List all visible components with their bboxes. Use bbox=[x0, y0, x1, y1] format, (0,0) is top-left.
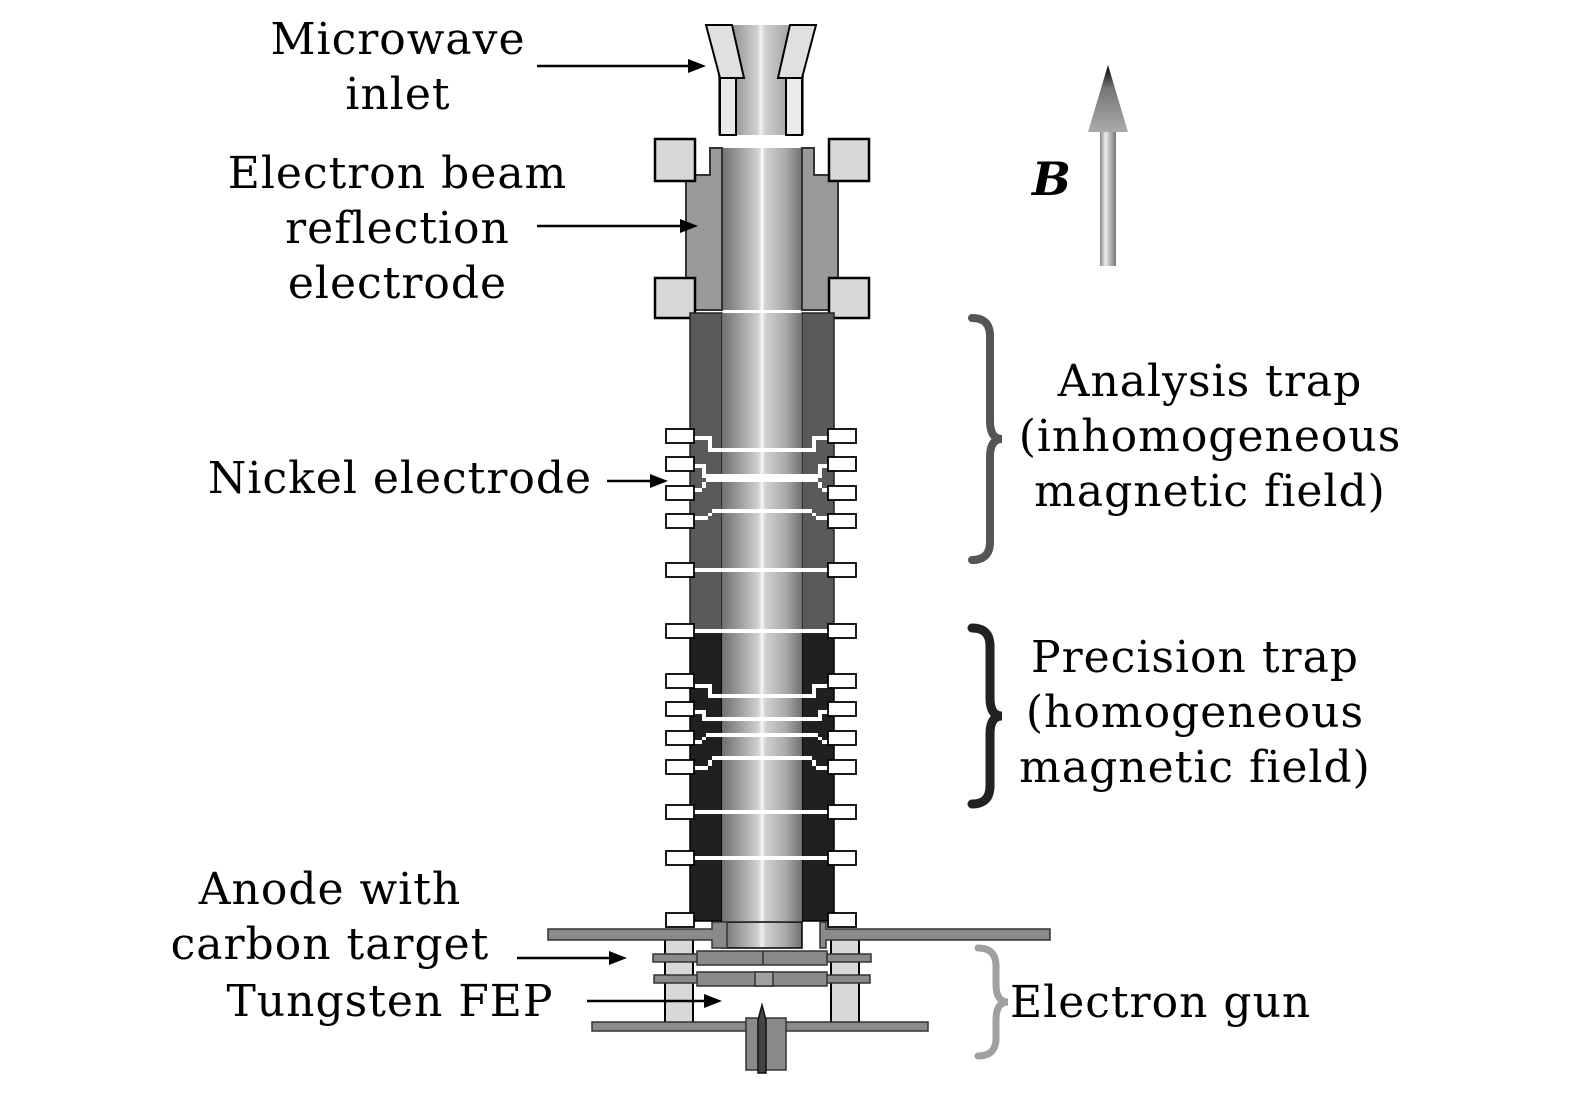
label-reflection-electrode: Electron beam reflection electrode bbox=[215, 146, 580, 311]
arrow-nickel-electrode-head bbox=[650, 474, 668, 488]
label-field-b: B bbox=[1032, 152, 1071, 206]
label-line: Electron beam bbox=[227, 148, 568, 199]
label-line: Microwave bbox=[270, 14, 526, 65]
stepped-gap bbox=[712, 436, 834, 452]
arrow-microwave-inlet-head bbox=[688, 59, 706, 73]
insulator-tab bbox=[665, 562, 695, 578]
label-anode: Anode with carbon target bbox=[160, 862, 500, 972]
label-line: Anode with bbox=[198, 864, 462, 915]
reflection-electrode bbox=[653, 137, 871, 320]
label-electron-gun: Electron gun bbox=[1010, 975, 1330, 1030]
arrow-anode-head bbox=[609, 951, 627, 965]
label-line: inlet bbox=[345, 69, 451, 120]
electrode-gaps bbox=[690, 436, 834, 860]
stepped-gap bbox=[712, 710, 834, 721]
microwave-inlet bbox=[704, 24, 818, 136]
label-line: electrode bbox=[287, 258, 508, 309]
label-nickel-electrode: Nickel electrode bbox=[205, 451, 595, 506]
stepped-gap bbox=[712, 478, 834, 492]
electron-gun-assembly bbox=[547, 921, 1051, 1074]
analysis-trap-brace bbox=[968, 314, 1003, 564]
tungsten-tip bbox=[757, 1002, 767, 1074]
stepped-gap bbox=[712, 464, 834, 478]
label-line: Electron gun bbox=[1010, 977, 1312, 1028]
insulator-tab bbox=[827, 912, 857, 928]
insulator-tab bbox=[827, 456, 857, 472]
label-tungsten-fep: Tungsten FEP bbox=[210, 974, 570, 1029]
insulator-tab bbox=[665, 673, 695, 689]
braces bbox=[967, 314, 1009, 1060]
insulator-tab bbox=[665, 428, 695, 444]
electrode-gap bbox=[690, 568, 834, 572]
insulator-tab bbox=[827, 513, 857, 529]
insulator-tab bbox=[665, 701, 695, 717]
insulator-tab bbox=[665, 456, 695, 472]
insulator-tab bbox=[827, 562, 857, 578]
stepped-gap bbox=[712, 509, 834, 520]
label-analysis-trap: Analysis trap (inhomogeneous magnetic fi… bbox=[1010, 354, 1410, 519]
precision-trap-brace bbox=[967, 623, 1003, 809]
arrow-tungsten-fep-head bbox=[704, 994, 722, 1008]
label-line: Precision trap bbox=[1031, 632, 1359, 683]
label-line: Analysis trap bbox=[1057, 356, 1363, 407]
label-line: reflection bbox=[285, 203, 510, 254]
electrode-gap bbox=[690, 856, 834, 860]
label-microwave-inlet: Microwave inlet bbox=[268, 12, 528, 122]
insulator-tab bbox=[665, 912, 695, 928]
stepped-gap bbox=[712, 684, 834, 698]
label-line: magnetic field) bbox=[1034, 466, 1386, 517]
stepped-gap bbox=[712, 756, 834, 770]
insulator-tab bbox=[827, 485, 857, 501]
electrode-gap bbox=[690, 810, 834, 814]
insulator-tab bbox=[827, 759, 857, 775]
insulator-tab bbox=[827, 623, 857, 639]
insulator-tab bbox=[827, 428, 857, 444]
insulator-tab bbox=[827, 673, 857, 689]
label-line: Tungsten FEP bbox=[226, 976, 554, 1027]
insulator-tab bbox=[665, 730, 695, 746]
pointer-arrows bbox=[517, 59, 722, 1008]
anode-plate bbox=[547, 921, 728, 949]
insulator-tab bbox=[665, 804, 695, 820]
magnetic-field-arrow bbox=[1088, 65, 1128, 266]
insulator-tab bbox=[665, 850, 695, 866]
insulator-tab bbox=[827, 804, 857, 820]
label-line: (homogeneous bbox=[1025, 687, 1365, 738]
label-line: magnetic field) bbox=[1019, 742, 1371, 793]
stepped-gap bbox=[712, 733, 834, 744]
label-line: Nickel electrode bbox=[207, 453, 593, 504]
precision-trap-stack bbox=[689, 630, 835, 922]
electron-gun-brace bbox=[974, 944, 1009, 1060]
arrow-reflection-electrode-head bbox=[680, 219, 698, 233]
insulator-tab bbox=[665, 623, 695, 639]
insulator-tab bbox=[665, 485, 695, 501]
electrode-gap bbox=[690, 629, 834, 633]
label-line: (inhomogeneous bbox=[1018, 411, 1402, 462]
insulator-tabs bbox=[665, 428, 857, 928]
insulator-tab bbox=[665, 759, 695, 775]
label-line: carbon target bbox=[170, 919, 490, 970]
insulator-tab bbox=[827, 850, 857, 866]
label-precision-trap: Precision trap (homogeneous magnetic fie… bbox=[1005, 630, 1385, 795]
analysis-trap-stack bbox=[689, 312, 835, 632]
insulator-tab bbox=[827, 730, 857, 746]
insulator-tab bbox=[827, 701, 857, 717]
insulator-tab bbox=[665, 513, 695, 529]
